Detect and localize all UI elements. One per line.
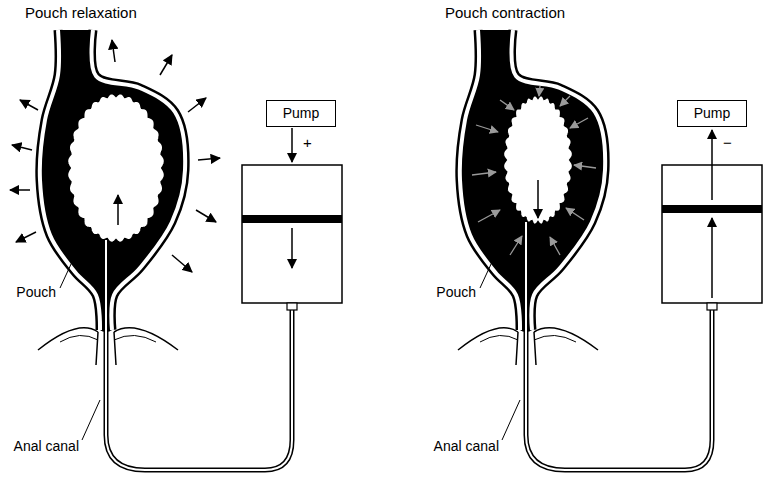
nozzle (707, 303, 717, 310)
pump-box: Pump (266, 100, 336, 127)
motion-arrow (537, 180, 539, 218)
motion-arrow (570, 118, 588, 128)
motion-arrow (711, 130, 713, 200)
leader-line (502, 400, 520, 440)
leader-line (60, 262, 72, 288)
motion-arrow (10, 189, 30, 191)
motion-arrow (117, 195, 119, 225)
motion-arrow (574, 165, 596, 168)
part-label: Pouch (15, 284, 57, 300)
motion-arrow (500, 100, 514, 110)
sphincter (38, 328, 98, 350)
motion-arrow (510, 236, 522, 255)
pump-box: Pump (677, 100, 747, 127)
relaxation-panel (10, 30, 342, 470)
panel-heading: Pouch contraction (444, 4, 566, 21)
motion-arrow (198, 158, 220, 160)
motion-arrow (291, 128, 293, 162)
motion-arrow (12, 145, 32, 150)
sphincter (114, 328, 178, 350)
leader-line (82, 400, 100, 440)
piston-cylinder (242, 165, 342, 303)
part-label: Anal canal (433, 438, 500, 454)
piston (662, 205, 762, 213)
piston (242, 215, 342, 223)
part-label: Anal canal (13, 438, 80, 454)
pump-label: Pump (283, 105, 320, 121)
motion-arrow (172, 255, 192, 272)
motion-arrow (566, 208, 584, 220)
contraction-panel (458, 30, 762, 470)
pressure-sign: − (722, 134, 733, 151)
motion-arrow (476, 125, 498, 132)
motion-arrow (478, 210, 500, 222)
pump-label: Pump (694, 105, 731, 121)
motion-arrow (160, 55, 172, 75)
motion-arrow (472, 172, 496, 175)
motion-arrow (711, 218, 713, 298)
nozzle (287, 303, 297, 310)
balloon (67, 93, 165, 242)
motion-arrow (560, 96, 570, 106)
pouch-lumen (40, 30, 185, 332)
sphincter (534, 328, 598, 350)
motion-arrow (539, 86, 540, 96)
leader-line (480, 262, 492, 288)
motion-arrow (550, 237, 560, 255)
pressure-sign: + (302, 134, 313, 151)
motion-arrow (196, 210, 216, 222)
balloon (503, 95, 573, 224)
motion-arrow (16, 232, 36, 242)
pouch-lumen (460, 30, 605, 332)
motion-arrow (20, 100, 38, 110)
sphincter (458, 328, 518, 350)
part-label: Pouch (435, 284, 477, 300)
motion-arrow (291, 228, 293, 268)
motion-arrow (188, 98, 206, 112)
motion-arrow (112, 40, 115, 62)
panel-heading: Pouch relaxation (24, 4, 138, 21)
